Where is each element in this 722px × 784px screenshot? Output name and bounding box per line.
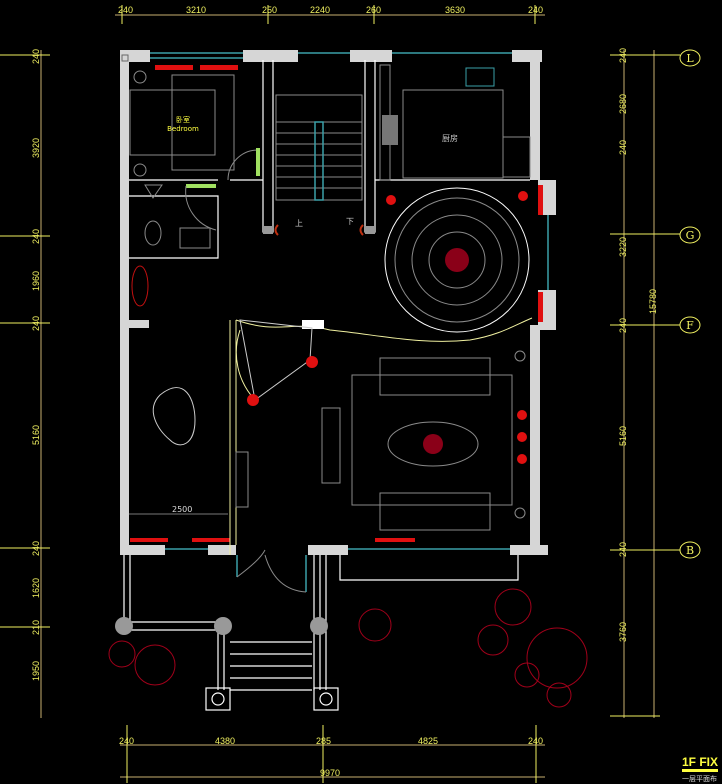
bottom-dimension-chain: 240 4380 285 4825 240 9970: [119, 725, 545, 783]
dim-right-5: 5160: [618, 426, 628, 446]
dim-right-2: 240: [618, 140, 628, 155]
dim-left-1: 3920: [31, 138, 41, 158]
radiator: [155, 65, 193, 70]
dim-left-8: 210: [31, 620, 41, 635]
living-room: 2500: [129, 265, 527, 531]
dim-right-1: 2680: [618, 94, 628, 114]
dim-top-4: 260: [366, 5, 381, 15]
dim-left-0: 240: [31, 49, 41, 64]
dim-bottom-0: 240: [119, 736, 134, 746]
drawing-subtitle: 一层平面布: [682, 775, 717, 783]
bedroom-label-en: Bedroom: [167, 125, 199, 133]
svg-text:L: L: [686, 52, 694, 65]
svg-text:F: F: [686, 319, 694, 332]
left-dimension-chain: 240 3920 240 1960 240 5160 240 1620 210 …: [0, 49, 50, 718]
stair-up-label: 上: [295, 219, 303, 228]
bedroom-label-cn: 卧室: [176, 115, 190, 124]
dim-right-0: 240: [618, 48, 628, 63]
bedroom: 卧室 Bedroom: [129, 70, 260, 249]
interior-walls: [129, 60, 533, 555]
right-dimension-chain: 240 2680 240 3220 240 5160 240 3760 1578…: [610, 48, 701, 718]
kitchen-sink-icon: [465, 67, 495, 87]
sink-icon: [179, 227, 211, 249]
dim-bottom-3: 4825: [418, 736, 438, 746]
walls: [120, 50, 556, 555]
bed: [129, 89, 216, 156]
axis-marker-f: F: [679, 316, 701, 334]
dim-right-7: 3760: [618, 622, 628, 642]
axis-marker-b: B: [679, 541, 701, 559]
dim-left-6: 240: [31, 541, 41, 556]
dining-area: [384, 187, 530, 333]
toilet-icon: [144, 220, 162, 246]
dim-left-5: 5160: [31, 425, 41, 445]
stair-down-label: 下: [346, 217, 354, 226]
dim-top-1: 3210: [186, 5, 206, 15]
sofa-top: [379, 357, 491, 396]
axis-marker-l: L: [679, 49, 701, 67]
svg-text:B: B: [686, 544, 694, 557]
svg-text:G: G: [686, 229, 695, 242]
drawing-title: 1F FIX: [682, 756, 719, 772]
dim-bottom-1: 4380: [215, 736, 235, 746]
dim-top-2: 250: [262, 5, 277, 15]
dim-bottom-2: 285: [316, 736, 331, 746]
tv-cabinet: [321, 407, 341, 484]
stove-icon: [382, 115, 398, 145]
dim-bottom-4: 240: [528, 736, 543, 746]
dim-top-6: 240: [528, 5, 543, 15]
entrance-porch: [115, 549, 519, 711]
coffee-table-center: [423, 434, 443, 454]
dim-left-9: 1950: [31, 661, 41, 681]
dim-right-total: 15780: [648, 289, 658, 314]
kitchen: 厨房: [379, 64, 531, 181]
dim-bottom-total: 9970: [320, 768, 340, 778]
top-dimension-chain: 240 3210 250 2240 260 3630 240: [115, 5, 545, 24]
lamp-icon: [133, 70, 147, 84]
dim-right-3: 3220: [618, 237, 628, 257]
dim-right-4: 240: [618, 318, 628, 333]
dim-left-2: 240: [31, 229, 41, 244]
column: [115, 617, 133, 635]
kitchen-label: 厨房: [442, 133, 458, 143]
inner-dimension-label: 2500: [172, 505, 192, 514]
staircase: 上 下: [274, 94, 364, 236]
dim-right-6: 240: [618, 542, 628, 557]
dim-left-3: 1960: [31, 271, 41, 291]
dining-table-center: [445, 248, 469, 272]
axis-marker-g: G: [679, 226, 701, 244]
dim-top-0: 240: [118, 5, 133, 15]
sofa-bottom: [379, 492, 491, 531]
dim-top-3: 2240: [310, 5, 330, 15]
dim-left-7: 1620: [31, 578, 41, 598]
dim-top-5: 3630: [445, 5, 465, 15]
landscape-plants: [108, 588, 588, 708]
dim-left-4: 240: [31, 316, 41, 331]
